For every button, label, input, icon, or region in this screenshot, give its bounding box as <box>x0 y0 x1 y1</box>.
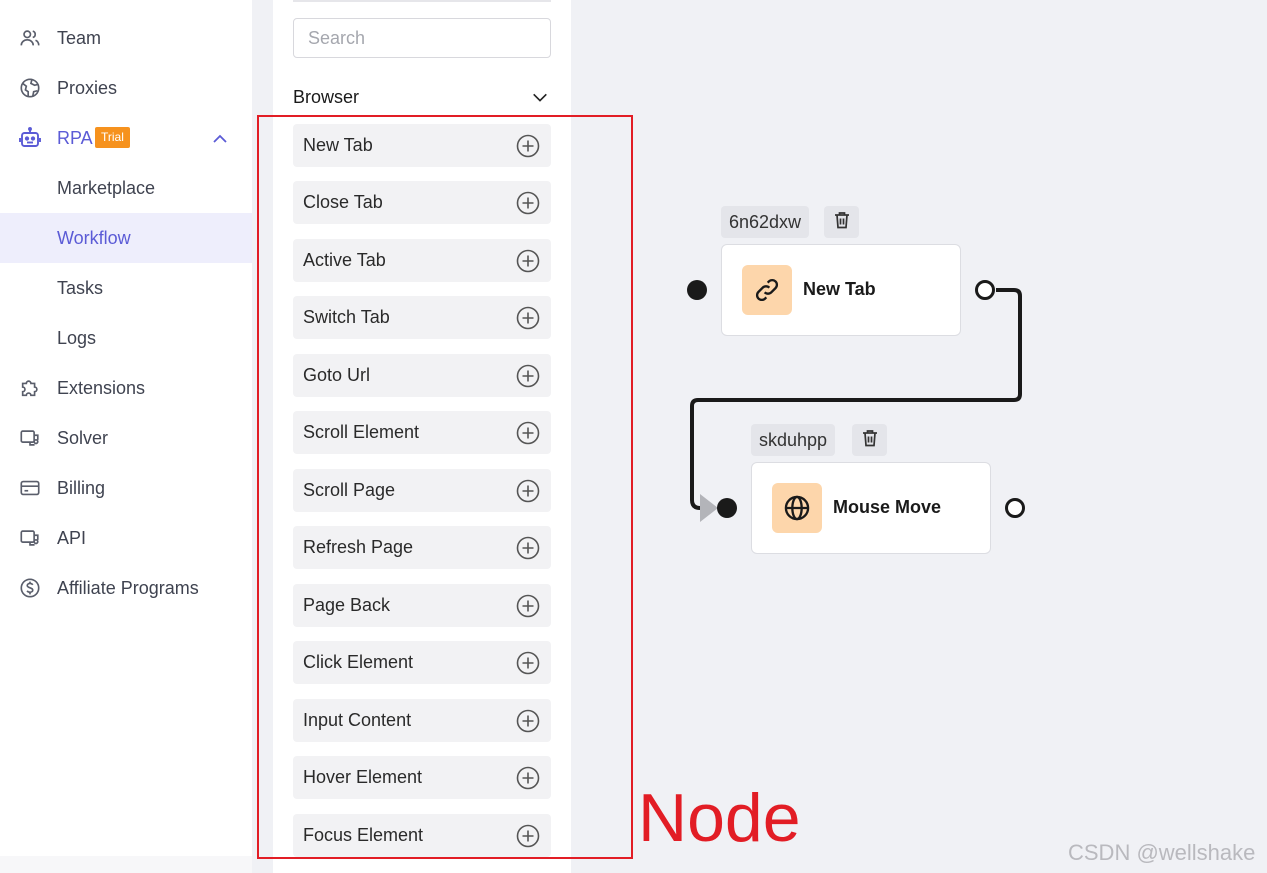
edge-arrow-icon <box>700 494 718 522</box>
search-input[interactable] <box>293 18 551 58</box>
node-list-item-label: Input Content <box>303 710 412 730</box>
node-list-item[interactable]: New Tab <box>293 124 551 167</box>
link-icon <box>742 265 792 315</box>
node-list-item-label: Goto Url <box>303 365 371 385</box>
sidebar-item-tasks[interactable]: Tasks <box>0 263 252 313</box>
add-circle-icon[interactable] <box>516 479 540 503</box>
add-circle-icon[interactable] <box>516 766 540 790</box>
node-list-item-label: Page Back <box>303 595 391 615</box>
sidebar-item-solver[interactable]: Solver <box>0 413 252 463</box>
sidebar-item-label: Solver <box>57 427 109 448</box>
node-input-handle[interactable] <box>687 280 707 300</box>
node-list-item-label: Switch Tab <box>303 307 390 327</box>
node-input-handle[interactable] <box>717 498 737 518</box>
sidebar-item-label: Affiliate Programs <box>57 577 199 598</box>
sidebar-item-label: Tasks <box>57 277 104 298</box>
api-icon <box>18 526 42 550</box>
node-list-item-label: Close Tab <box>303 192 383 212</box>
trial-badge: Trial <box>95 127 130 148</box>
sidebar-footer <box>0 856 252 873</box>
robot-icon <box>18 126 42 150</box>
node-name: Mouse Move <box>833 497 942 517</box>
sidebar-item-logs[interactable]: Logs <box>0 313 252 363</box>
node-list-item[interactable]: Hover Element <box>293 756 551 799</box>
globe-icon <box>18 76 42 100</box>
sidebar-item-label: Logs <box>57 327 97 348</box>
add-circle-icon[interactable] <box>516 134 540 158</box>
browser-section-header[interactable]: Browser <box>293 82 551 112</box>
add-circle-icon[interactable] <box>516 824 540 848</box>
node-list-item[interactable]: Click Element <box>293 641 551 684</box>
node-list-item[interactable]: Focus Element <box>293 814 551 857</box>
workflow-node-new-tab[interactable]: New Tab <box>721 244 961 336</box>
sidebar-item-billing[interactable]: Billing <box>0 463 252 513</box>
divider <box>293 0 551 2</box>
node-list-item[interactable]: Scroll Page <box>293 469 551 512</box>
puzzle-icon <box>18 376 42 400</box>
card-icon <box>18 476 42 500</box>
annotation-label: Node <box>638 780 801 856</box>
trash-icon <box>862 429 878 452</box>
node-id-tag: skduhpp <box>751 424 836 456</box>
sidebar-item-rpa[interactable]: RPA <box>0 113 252 163</box>
delete-node-button[interactable] <box>852 424 887 456</box>
node-list-item[interactable]: Switch Tab <box>293 296 551 339</box>
node-list-item[interactable]: Page Back <box>293 584 551 627</box>
node-output-handle[interactable] <box>975 280 995 300</box>
delete-node-button[interactable] <box>824 206 859 238</box>
node-list-item-label: Refresh Page <box>303 537 414 557</box>
add-circle-icon[interactable] <box>516 651 540 675</box>
trash-icon <box>834 211 850 234</box>
add-circle-icon[interactable] <box>516 249 540 273</box>
add-circle-icon[interactable] <box>516 594 540 618</box>
sidebar-item-label: Extensions <box>57 377 146 398</box>
add-circle-icon[interactable] <box>516 709 540 733</box>
node-list-item[interactable]: Scroll Element <box>293 411 551 454</box>
sidebar-item-marketplace[interactable]: Marketplace <box>0 163 252 213</box>
add-circle-icon[interactable] <box>516 191 540 215</box>
node-list-item-label: Active Tab <box>303 250 386 270</box>
globe-icon <box>772 483 822 533</box>
sidebar-item-workflow[interactable]: Workflow <box>0 213 252 263</box>
node-list-item-label: Scroll Element <box>303 422 420 442</box>
node-output-handle[interactable] <box>1005 498 1025 518</box>
node-list-item[interactable]: Close Tab <box>293 181 551 224</box>
node-list-item[interactable]: Goto Url <box>293 354 551 397</box>
node-list-item-label: Hover Element <box>303 767 423 787</box>
sidebar-item-label: RPA <box>57 127 93 148</box>
sidebar-item-extensions[interactable]: Extensions <box>0 363 252 413</box>
node-list-item-label: Focus Element <box>303 825 424 845</box>
add-circle-icon[interactable] <box>516 421 540 445</box>
node-list-item[interactable]: Input Content <box>293 699 551 742</box>
workflow-node-mouse-move[interactable]: Mouse Move <box>751 462 991 554</box>
dollar-icon <box>18 576 42 600</box>
node-list-item-label: Click Element <box>303 652 414 672</box>
sidebar-item-api[interactable]: API <box>0 513 252 563</box>
chevron-down-icon <box>531 88 549 106</box>
sidebar-item-team[interactable]: Team <box>0 13 252 63</box>
section-title: Browser <box>293 86 360 107</box>
sidebar-item-label: Proxies <box>57 77 118 98</box>
sidebar-item-proxies[interactable]: Proxies <box>0 63 252 113</box>
watermark: CSDN @wellshake <box>1068 840 1256 865</box>
sidebar-item-label: Workflow <box>57 227 131 248</box>
node-list-item[interactable]: Refresh Page <box>293 526 551 569</box>
node-name: New Tab <box>803 279 876 299</box>
sidebar-item-affiliate-programs[interactable]: Affiliate Programs <box>0 563 252 613</box>
chevron-up-icon[interactable] <box>210 129 230 149</box>
node-list-item-label: New Tab <box>303 135 373 155</box>
sidebar-item-label: Marketplace <box>57 177 156 198</box>
node-list-item[interactable]: Active Tab <box>293 239 551 282</box>
add-circle-icon[interactable] <box>516 364 540 388</box>
add-circle-icon[interactable] <box>516 306 540 330</box>
node-id-tag: 6n62dxw <box>721 206 810 238</box>
users-icon <box>18 26 42 50</box>
api-icon <box>18 426 42 450</box>
sidebar-item-label: Billing <box>57 477 106 498</box>
sidebar: Team Proxies RPA Trial Marketplace Workf… <box>0 0 252 856</box>
sidebar-item-label: Team <box>57 27 102 48</box>
add-circle-icon[interactable] <box>516 536 540 560</box>
node-list-item-label: Scroll Page <box>303 480 396 500</box>
sidebar-item-label: API <box>57 527 87 548</box>
